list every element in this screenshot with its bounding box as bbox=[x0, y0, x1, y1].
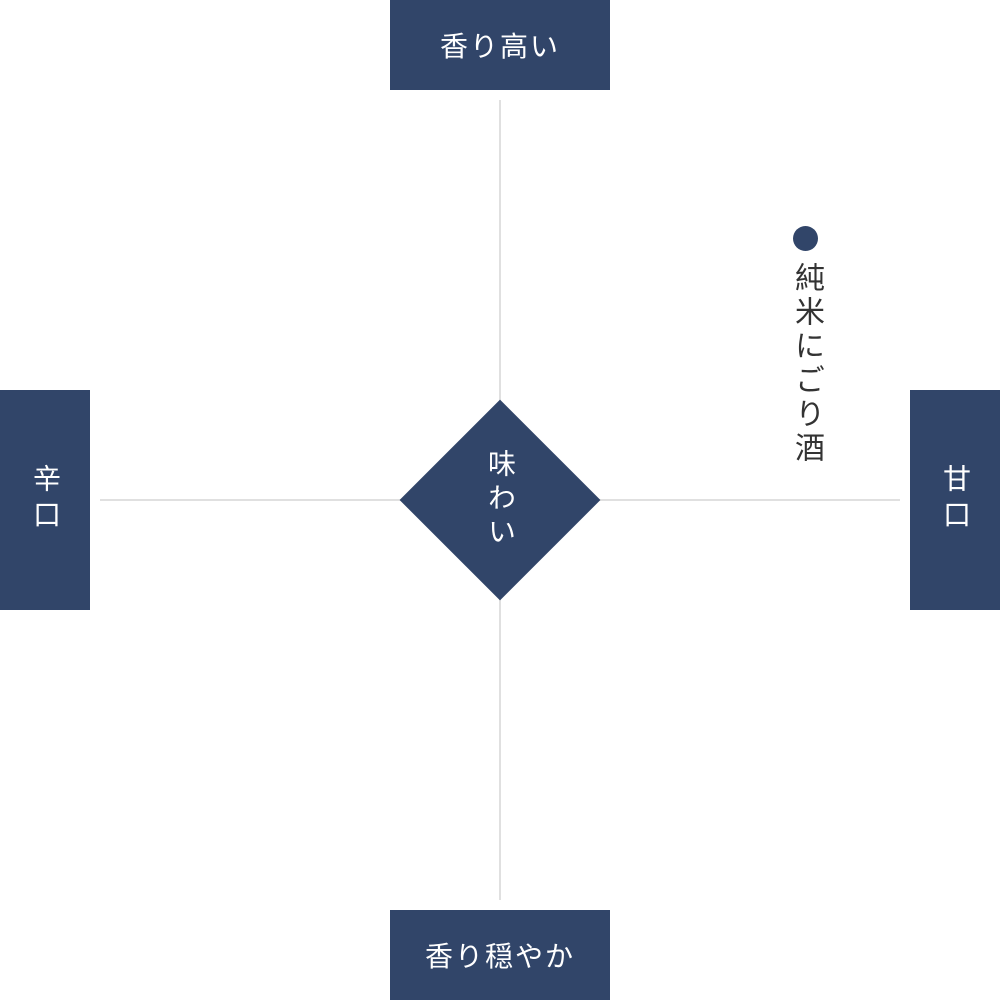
axis-label-top-text: 香り高い bbox=[439, 30, 560, 63]
axis-label-top: 香り高い bbox=[390, 0, 610, 90]
product-marker-label-text: 純米にごり酒 bbox=[789, 262, 824, 466]
axis-label-bottom-text: 香り穏やか bbox=[424, 940, 575, 973]
center-label-text: 味わい bbox=[484, 449, 517, 551]
product-marker-label: 純米にごり酒 bbox=[784, 262, 828, 482]
product-marker-dot bbox=[793, 226, 818, 251]
axis-label-left: 辛口 bbox=[0, 390, 90, 610]
axis-label-right-text: 甘口 bbox=[939, 464, 972, 536]
axis-label-left-text: 辛口 bbox=[29, 464, 62, 536]
axis-label-bottom: 香り穏やか bbox=[390, 910, 610, 1000]
axis-label-right: 甘口 bbox=[910, 390, 1000, 610]
center-label: 味わい bbox=[450, 440, 550, 560]
